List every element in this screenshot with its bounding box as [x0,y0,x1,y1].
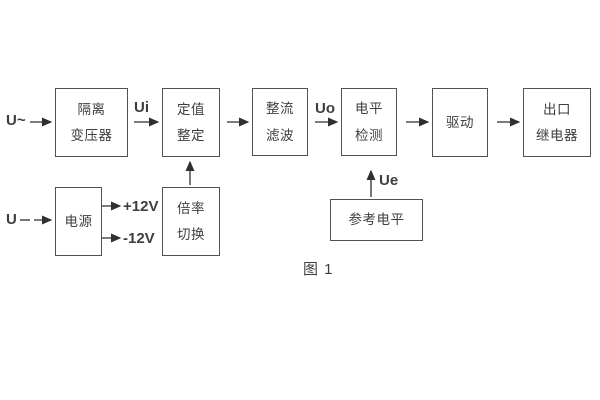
rail-label-pos: +12V [123,198,159,215]
block-label: 隔离 [77,101,106,117]
block-level-detect: 电平 检测 [341,88,397,156]
block-ratio-switch: 倍率 切换 [162,187,220,256]
block-label: 驱动 [446,114,474,130]
block-label: 继电器 [536,128,578,143]
block-label: 整定 [177,128,205,143]
block-reference-level: 参考电平 [330,199,423,241]
block-rectify-filter: 整流 滤波 [252,88,308,156]
block-label: 滤波 [266,127,294,143]
block-label: 检测 [355,127,383,143]
block-label: 电平 [355,101,383,116]
block-label: 整流 [266,101,294,116]
input-label-ac: U~ [6,112,26,129]
block-label: 电源 [64,213,93,229]
block-drive: 驱动 [432,88,488,157]
block-label: 出口 [543,101,571,117]
block-label: 倍率 [177,200,205,216]
signal-label-ue: Ue [379,172,399,189]
block-isolation-transformer: 隔离 变压器 [55,88,128,157]
block-setting-adjust: 定值 整定 [162,88,220,157]
rail-label-neg: -12V [123,230,155,247]
figure-caption: 图 1 [303,261,334,278]
signal-label-uo: Uo [315,100,335,117]
block-label: 切换 [177,227,205,242]
block-label: 参考电平 [348,212,405,228]
block-label: 定值 [177,101,205,117]
block-output-relay: 出口 继电器 [523,88,591,157]
block-power-supply: 电源 [55,187,102,256]
block-label: 变压器 [70,128,113,143]
signal-label-ui: Ui [134,99,149,116]
input-label-dc: U [6,211,17,228]
